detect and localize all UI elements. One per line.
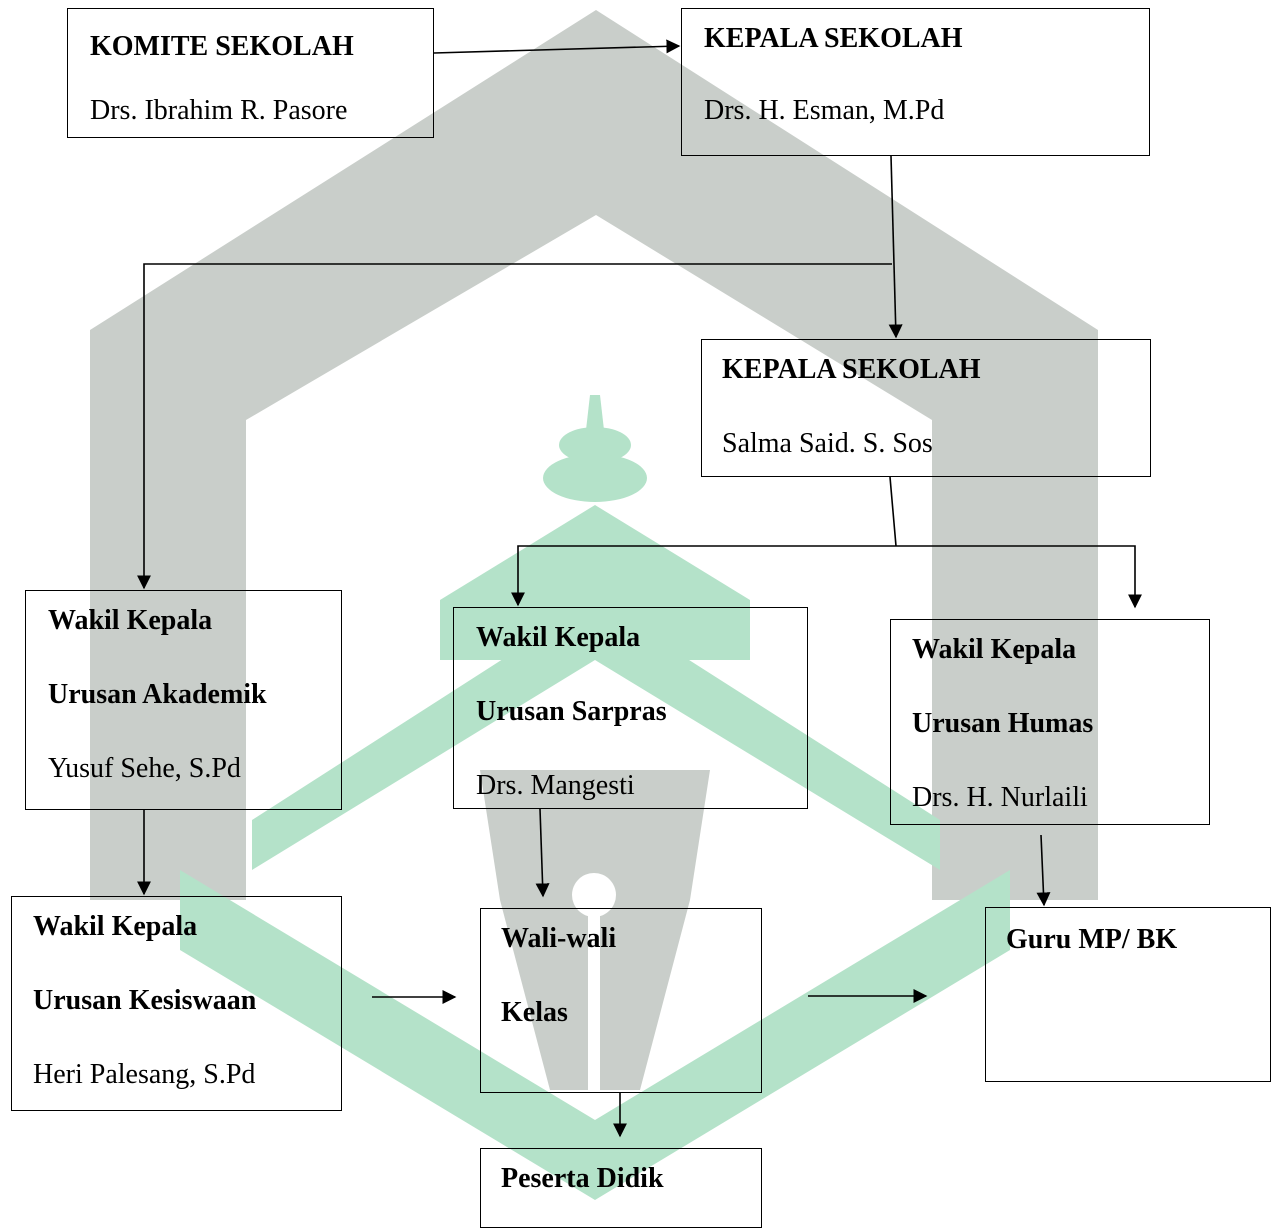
komite-name: Drs. Ibrahim R. Pasore xyxy=(90,95,348,126)
akademik-line1: Wakil Kepala xyxy=(48,605,213,636)
arrow-to-humas xyxy=(896,545,1142,609)
humas-line2: Urusan Humas xyxy=(912,708,1094,739)
box-wakil-sarpras: Wakil Kepala Urusan Sarpras Drs. Mangest… xyxy=(453,607,808,809)
watermark-green-dome xyxy=(180,395,1010,1200)
box-wakil-kesiswaan: Wakil Kepala Urusan Kesiswaan Heri Pales… xyxy=(11,896,342,1111)
box-wakil-humas: Wakil Kepala Urusan Humas Drs. H. Nurlai… xyxy=(890,619,1210,825)
arrow-sarpras-to-walikelas xyxy=(535,808,550,898)
kepala2-title: KEPALA SEKOLAH xyxy=(722,354,981,385)
kepala1-title: KEPALA SEKOLAH xyxy=(704,23,963,54)
guru-line1: Guru MP/ BK xyxy=(1006,924,1178,955)
watermark-pen-nib xyxy=(480,770,710,1090)
walikelas-line1: Wali-wali xyxy=(501,923,617,954)
watermark-gray-frame xyxy=(90,10,1098,900)
box-kepala-sekolah-2: KEPALA SEKOLAH Salma Said. S. Sos xyxy=(701,339,1151,477)
kesiswaan-name: Heri Palesang, S.Pd xyxy=(33,1059,256,1090)
akademik-line2: Urusan Akademik xyxy=(48,679,267,710)
humas-line1: Wakil Kepala xyxy=(912,634,1077,665)
box-wakil-akademik: Wakil Kepala Urusan Akademik Yusuf Sehe,… xyxy=(25,590,342,810)
kepala2-name: Salma Said. S. Sos xyxy=(722,428,933,459)
arrow-komite-to-kepala1 xyxy=(433,39,681,54)
line-kepala1-down xyxy=(888,155,903,339)
box-peserta-didik: Peserta Didik xyxy=(480,1148,762,1228)
sarpras-line1: Wakil Kepala xyxy=(476,622,641,653)
sarpras-name: Drs. Mangesti xyxy=(476,770,635,801)
box-komite-sekolah: KOMITE SEKOLAH Drs. Ibrahim R. Pasore xyxy=(67,8,434,138)
kesiswaan-line2: Urusan Kesiswaan xyxy=(33,985,257,1016)
arrow-humas-to-guru xyxy=(1036,834,1051,907)
box-wali-kelas: Wali-wali Kelas xyxy=(480,908,762,1093)
komite-title: KOMITE SEKOLAH xyxy=(90,31,354,62)
walikelas-line2: Kelas xyxy=(501,997,568,1028)
kesiswaan-line1: Wakil Kepala xyxy=(33,911,198,942)
humas-name: Drs. H. Nurlaili xyxy=(912,782,1088,813)
peserta-line1: Peserta Didik xyxy=(501,1163,664,1194)
line-kepala2-down xyxy=(889,476,897,547)
kepala1-name: Drs. H. Esman, M.Pd xyxy=(704,95,945,126)
akademik-name: Yusuf Sehe, S.Pd xyxy=(48,753,241,784)
arrow-to-sarpras xyxy=(511,545,896,607)
box-kepala-sekolah-1: KEPALA SEKOLAH Drs. H. Esman, M.Pd xyxy=(681,8,1150,156)
box-guru-mp-bk: Guru MP/ BK xyxy=(985,907,1271,1082)
arrow-to-akademik xyxy=(137,263,892,590)
sarpras-line2: Urusan Sarpras xyxy=(476,696,667,727)
